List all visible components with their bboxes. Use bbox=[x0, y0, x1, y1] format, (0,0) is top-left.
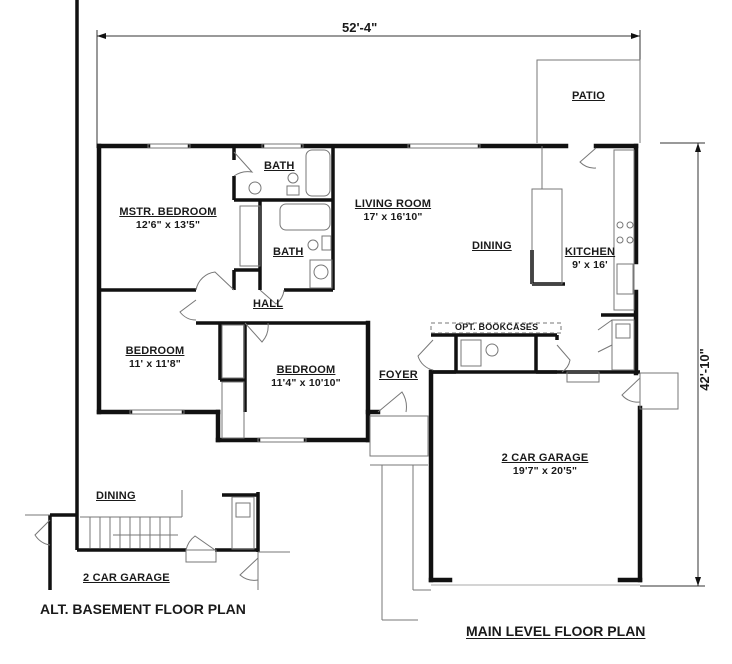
alt-garage-label: 2 CAR GARAGE bbox=[83, 572, 170, 585]
room-size: 12'6" x 13'5" bbox=[135, 219, 201, 231]
overall-depth-dimension: 42'-10" bbox=[696, 348, 712, 391]
room-size: 9' x 16' bbox=[572, 259, 608, 271]
overall-width-dimension: 52'-4" bbox=[342, 20, 378, 35]
alt-basement-title: ALT. BASEMENT FLOOR PLAN bbox=[40, 601, 246, 617]
room-bedroom-2: BEDROOM 11' x 11'8" bbox=[115, 345, 195, 371]
room-name: MSTR. BEDROOM bbox=[119, 206, 217, 218]
room-name: BEDROOM bbox=[276, 364, 336, 376]
room-dining: DINING bbox=[472, 240, 512, 253]
room-bedroom-3: BEDROOM 11'4" x 10'10" bbox=[266, 364, 346, 390]
room-name: 2 CAR GARAGE bbox=[83, 572, 170, 584]
room-kitchen: KITCHEN 9' x 16' bbox=[562, 246, 618, 272]
room-name: BEDROOM bbox=[125, 345, 185, 357]
main-level-title: MAIN LEVEL FLOOR PLAN bbox=[466, 623, 646, 639]
room-hall: HALL bbox=[253, 298, 283, 311]
room-name: DINING bbox=[96, 490, 136, 502]
alt-dining-label: DINING bbox=[96, 490, 136, 503]
room-bath-1: BATH bbox=[264, 160, 295, 173]
room-name: OPT. BOOKCASES bbox=[455, 322, 539, 332]
room-name: HALL bbox=[253, 298, 284, 310]
room-size: 17' x 16'10" bbox=[363, 211, 423, 223]
room-foyer: FOYER bbox=[379, 369, 418, 382]
room-name: 2 CAR GARAGE bbox=[501, 452, 589, 464]
room-size: 19'7" x 20'5" bbox=[512, 465, 578, 477]
room-name: PATIO bbox=[572, 90, 605, 102]
room-name: BATH bbox=[264, 160, 295, 172]
room-name: DINING bbox=[472, 240, 512, 252]
room-name: LIVING ROOM bbox=[354, 198, 432, 210]
room-patio: PATIO bbox=[572, 90, 605, 103]
room-bath-2: BATH bbox=[273, 246, 304, 259]
opt-bookcases-label: OPT. BOOKCASES bbox=[455, 321, 538, 334]
room-name: FOYER bbox=[379, 369, 418, 381]
room-name: BATH bbox=[273, 246, 304, 258]
room-living-room: LIVING ROOM 17' x 16'10" bbox=[348, 198, 438, 224]
width-dimension-line bbox=[96, 30, 641, 148]
room-garage: 2 CAR GARAGE 19'7" x 20'5" bbox=[495, 452, 595, 478]
room-name: KITCHEN bbox=[564, 246, 616, 258]
room-size: 11' x 11'8" bbox=[129, 358, 181, 370]
room-size: 11'4" x 10'10" bbox=[271, 377, 341, 389]
room-master-bedroom: MSTR. BEDROOM 12'6" x 13'5" bbox=[108, 206, 228, 232]
